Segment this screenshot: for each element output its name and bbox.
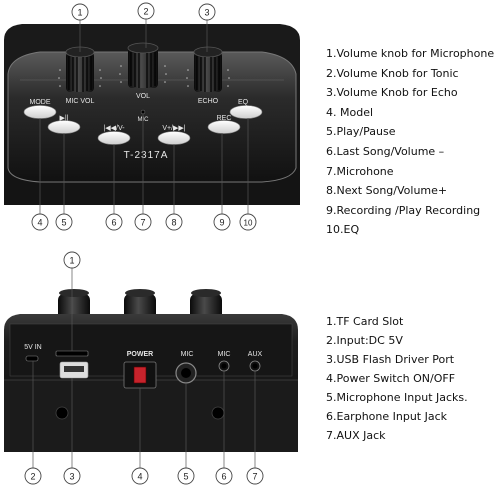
- legend-item: 10.EQ: [326, 223, 360, 237]
- svg-text:1: 1: [69, 256, 74, 266]
- microphone-hole: [140, 109, 146, 115]
- legend-item: 2.Volume Knob for Tonic: [326, 66, 459, 80]
- svg-text:4: 4: [37, 218, 42, 228]
- callout-top-8: 8: [165, 213, 183, 231]
- callout-bottom-4: 4: [131, 467, 149, 485]
- callout-top-5: 5: [55, 213, 73, 231]
- legend-item: 6.Last Song/Volume –: [326, 144, 445, 158]
- next-volume-up-button[interactable]: [157, 131, 191, 145]
- svg-text:1: 1: [77, 8, 82, 18]
- callout-top-7: 7: [134, 213, 152, 231]
- knob-echo-volume[interactable]: [193, 46, 223, 92]
- callout-bottom-5: 5: [177, 467, 195, 485]
- callout-bottom-1: 1: [63, 251, 81, 269]
- svg-text:6: 6: [111, 218, 116, 228]
- label-power: POWER: [127, 351, 153, 358]
- callout-top-1: 1: [71, 3, 89, 21]
- legend-item: 2.Input:DC 5V: [326, 334, 403, 347]
- callout-bottom-6: 6: [215, 467, 233, 485]
- knob-scale-dots: [58, 65, 230, 87]
- tf-card-slot[interactable]: [55, 350, 89, 357]
- svg-text:2: 2: [143, 7, 148, 17]
- bottom-legend: 1.TF Card Slot 2.Input:DC 5V 3.USB Flash…: [326, 312, 468, 445]
- svg-text:7: 7: [252, 472, 257, 482]
- label-mic-vol: MIC VOL: [66, 98, 95, 105]
- legend-item: 4.Power Switch ON/OFF: [326, 372, 456, 385]
- top-legend: 1.Volume knob for Microphone 2.Volume Kn…: [326, 44, 494, 240]
- callout-top-6: 6: [105, 213, 123, 231]
- legend-item: 3.USB Flash Driver Port: [326, 353, 455, 366]
- label-model: T-2317A: [124, 150, 169, 161]
- label-mic-jack-2: MIC: [218, 351, 231, 358]
- legend-item: 3.Volume Knob for Echo: [326, 86, 458, 100]
- legend-item: 7.AUX Jack: [326, 429, 386, 442]
- svg-text:4: 4: [137, 472, 142, 482]
- label-vol: VOL: [136, 93, 150, 100]
- label-rec: REC: [217, 115, 232, 122]
- label-mode: MODE: [30, 99, 51, 106]
- svg-text:10: 10: [244, 219, 253, 228]
- knob-mic-volume[interactable]: [65, 46, 95, 92]
- mode-button[interactable]: [23, 105, 57, 119]
- label-aux: AUX: [248, 351, 263, 358]
- legend-item: 1.Volume knob for Microphone: [326, 47, 495, 60]
- bottom-callouts: 1 2 3 4 5 6 7: [24, 251, 264, 485]
- legend-item: 1.TF Card Slot: [326, 315, 404, 328]
- svg-text:9: 9: [219, 218, 224, 228]
- callout-top-3: 3: [198, 3, 216, 21]
- knob-tonic-volume[interactable]: [127, 42, 159, 88]
- top-callouts: 1 2 3 4 5 6 7 8 9 10: [31, 2, 257, 231]
- svg-text:8: 8: [171, 218, 176, 228]
- svg-text:6: 6: [221, 472, 226, 482]
- legend-item: 7.Microhone: [326, 164, 394, 178]
- callout-top-2: 2: [137, 2, 155, 20]
- legend-item: 5.Microphone Input Jacks.: [326, 391, 468, 404]
- callout-bottom-7: 7: [246, 467, 264, 485]
- eq-button[interactable]: [229, 105, 263, 119]
- svg-text:2: 2: [30, 472, 35, 482]
- dc-5v-port[interactable]: [25, 355, 39, 362]
- callout-bottom-3: 3: [63, 467, 81, 485]
- play-pause-button[interactable]: [47, 120, 81, 134]
- svg-text:5: 5: [183, 472, 188, 482]
- label-prev: |◀◀/V-: [103, 125, 125, 132]
- label-play-pause: ▶||: [59, 115, 68, 122]
- prev-volume-down-button[interactable]: [97, 131, 131, 145]
- legend-item: 5.Play/Pause: [326, 125, 396, 139]
- legend-item: 8.Next Song/Volume+: [326, 184, 448, 198]
- legend-item: 9.Recording /Play Recording: [326, 203, 481, 217]
- record-button[interactable]: [207, 120, 241, 134]
- callout-top-10: 10: [239, 213, 257, 231]
- callout-top-4: 4: [31, 213, 49, 231]
- top-leader-lines: [39, 19, 249, 214]
- svg-text:3: 3: [69, 472, 74, 482]
- legend-item: 4. Model: [326, 105, 374, 119]
- callout-top-9: 9: [213, 213, 231, 231]
- bottom-leader-lines: [32, 268, 256, 468]
- label-eq: EQ: [238, 99, 249, 106]
- legend-item: 6.Earphone Input Jack: [326, 410, 448, 423]
- label-mic-jack: MIC: [181, 351, 194, 358]
- label-5v-in: 5V IN: [24, 344, 42, 351]
- label-next: V+/▶▶|: [162, 125, 185, 132]
- label-echo: ECHO: [198, 98, 219, 105]
- callout-bottom-2: 2: [24, 467, 42, 485]
- svg-text:5: 5: [61, 218, 66, 228]
- svg-text:7: 7: [140, 218, 145, 228]
- svg-text:3: 3: [204, 8, 209, 18]
